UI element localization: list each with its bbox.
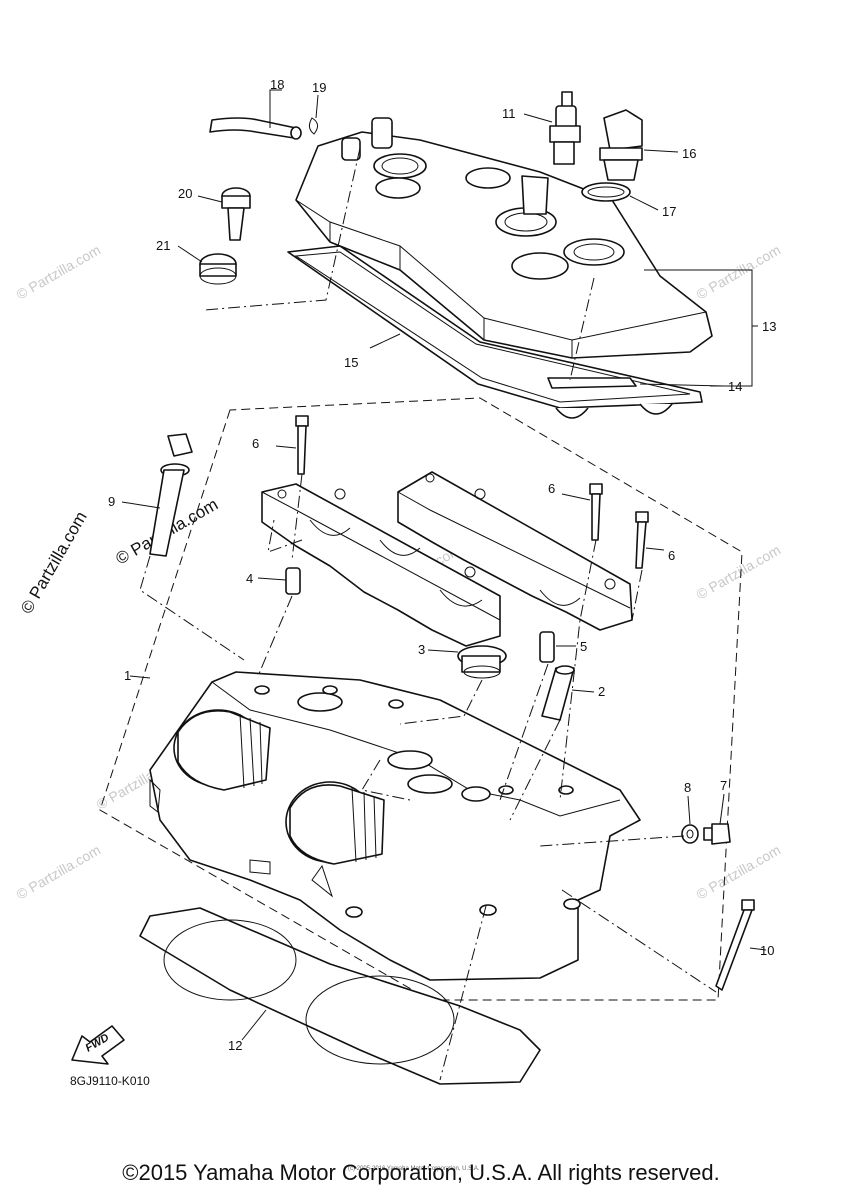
head-cover <box>287 117 713 419</box>
cover-tab <box>555 407 589 419</box>
watermark-text: © Partzilla.com <box>694 542 784 603</box>
cover-boss <box>521 175 549 215</box>
cap-bolt <box>589 483 603 541</box>
callout-6: 6 <box>668 548 675 563</box>
callout-5: 5 <box>580 639 587 654</box>
callout-15: 15 <box>344 355 358 370</box>
watermark-text: © Partzilla.com <box>694 242 784 303</box>
valve-guide <box>541 665 575 721</box>
cap-bolt <box>295 415 309 475</box>
stud-bolt <box>149 433 193 557</box>
camshaft-cap-left <box>261 483 501 647</box>
hose-clamp <box>308 117 318 135</box>
gasket-washer <box>681 824 699 844</box>
plug-bolt <box>703 823 731 845</box>
blind-plug <box>457 645 507 679</box>
cap-bolt <box>635 511 649 569</box>
forward-arrow-icon: FWD <box>71 1025 125 1065</box>
cover-grommet <box>199 253 237 285</box>
watermark-text-dark: © Partzilla.com <box>17 508 91 617</box>
callout-14: 14 <box>728 379 742 394</box>
diagram-code: 8GJ9110-K010 <box>70 1074 150 1088</box>
watermark-text: © Partzilla.com <box>14 842 104 903</box>
callout-19: 19 <box>312 80 326 95</box>
copyright-notice: ©2015 Yamaha Motor Corporation, U.S.A. A… <box>122 1160 720 1185</box>
callout-4: 4 <box>246 571 253 586</box>
callout-1: 1 <box>124 668 131 683</box>
callout-12: 12 <box>228 1038 242 1053</box>
callout-18: 18 <box>270 77 284 92</box>
tiny-notice: (c) 2005-2016 Yamaha Motor Corporation, … <box>348 1166 480 1172</box>
breather-hose <box>209 117 302 140</box>
watermark-text: © Partzilla.com <box>14 242 104 303</box>
assembly-boundary <box>99 397 743 1001</box>
callout-8: 8 <box>684 780 691 795</box>
oil-separator-plate <box>547 377 637 389</box>
cover-tab <box>639 403 673 415</box>
oil-filler-cap <box>599 109 643 181</box>
cover-bolt <box>221 187 251 241</box>
callout-11: 11 <box>502 106 516 121</box>
o-ring <box>581 182 631 202</box>
callout-2: 2 <box>598 684 605 699</box>
spark-plug <box>549 91 581 165</box>
head-bolt <box>715 899 755 991</box>
dowel-pin <box>285 567 301 595</box>
callout-13: 13 <box>762 319 776 334</box>
callout-3: 3 <box>418 642 425 657</box>
camshaft-cap-right <box>397 471 633 631</box>
callout-17: 17 <box>662 204 676 219</box>
breather-nipple <box>371 117 393 149</box>
callout-16: 16 <box>682 146 696 161</box>
cover-port <box>375 177 421 199</box>
callout-6: 6 <box>252 436 259 451</box>
breather-nipple <box>341 137 361 161</box>
cover-port <box>511 252 569 280</box>
cover-port <box>563 238 625 266</box>
callout-numbers: 1 2 3 4 5 6 6 6 7 8 9 10 11 12 13 14 15 … <box>108 77 776 1053</box>
cover-port <box>465 167 511 189</box>
dowel-pin <box>539 631 555 663</box>
callout-9: 9 <box>108 494 115 509</box>
callout-20: 20 <box>178 186 192 201</box>
callout-21: 21 <box>156 238 170 253</box>
leader-lines <box>121 89 767 1081</box>
cylinder-head-gasket <box>139 907 541 1085</box>
callout-7: 7 <box>720 778 727 793</box>
watermark-text: © Partzilla.com <box>694 842 784 903</box>
callout-6: 6 <box>548 481 555 496</box>
callout-10: 10 <box>760 943 774 958</box>
